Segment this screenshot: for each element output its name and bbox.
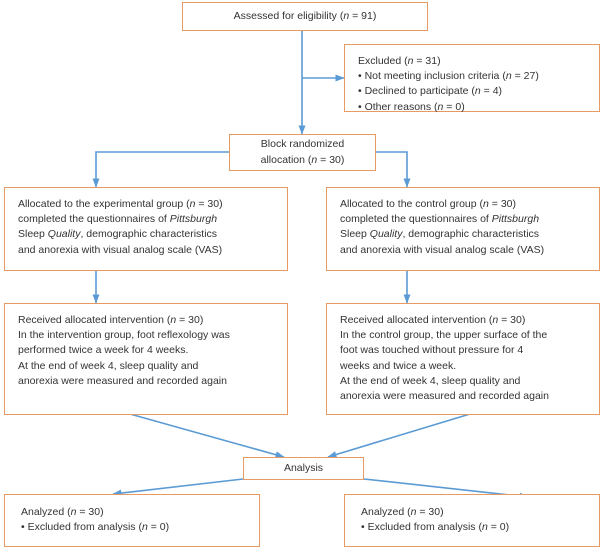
connector-randomization-to-allocation-experimental <box>92 151 229 188</box>
node-block-randomized-allocation: Block randomized allocation (n = 30) <box>229 134 376 171</box>
connector-intervention-control-to-analysis <box>327 413 471 458</box>
node-assessed-for-eligibility-label: Assessed for eligibility (n = 91) <box>233 9 377 22</box>
node-assessed-for-eligibility: Assessed for eligibility (n = 91) <box>182 2 428 31</box>
node-analyzed-experimental: Analyzed (n = 30) • Excluded from analys… <box>4 494 260 547</box>
node-allocation-control: Allocated to the control group (n = 30) … <box>326 187 600 271</box>
node-allocation-control-label: Allocated to the control group (n = 30) … <box>340 198 545 256</box>
node-block-randomized-allocation-label: Block randomized allocation (n = 30) <box>260 138 345 166</box>
node-intervention-experimental-label: Received allocated intervention (n = 30)… <box>18 314 230 387</box>
node-excluded: Excluded (n = 31) • Not meeting inclusio… <box>344 44 600 113</box>
node-allocation-experimental-label: Allocated to the experimental group (n =… <box>18 198 223 256</box>
node-analysis: Analysis <box>243 457 364 480</box>
connector-randomization-to-allocation-control <box>376 151 411 188</box>
connector-analysis-to-analyzed-experimental <box>112 478 244 497</box>
node-intervention-control: Received allocated intervention (n = 30)… <box>326 303 600 415</box>
node-analyzed-experimental-label: Analyzed (n = 30) • Excluded from analys… <box>21 506 170 534</box>
node-allocation-experimental: Allocated to the experimental group (n =… <box>4 187 288 271</box>
connector-intervention-experimental-to-analysis <box>129 413 285 459</box>
node-intervention-experimental: Received allocated intervention (n = 30)… <box>4 303 288 415</box>
node-analyzed-control: Analyzed (n = 30) • Excluded from analys… <box>344 494 600 547</box>
node-analysis-label: Analysis <box>283 461 324 474</box>
node-excluded-label: Excluded (n = 31) • Not meeting inclusio… <box>358 55 539 113</box>
node-intervention-control-label: Received allocated intervention (n = 30)… <box>340 314 549 403</box>
node-analyzed-control-label: Analyzed (n = 30) • Excluded from analys… <box>361 506 510 534</box>
